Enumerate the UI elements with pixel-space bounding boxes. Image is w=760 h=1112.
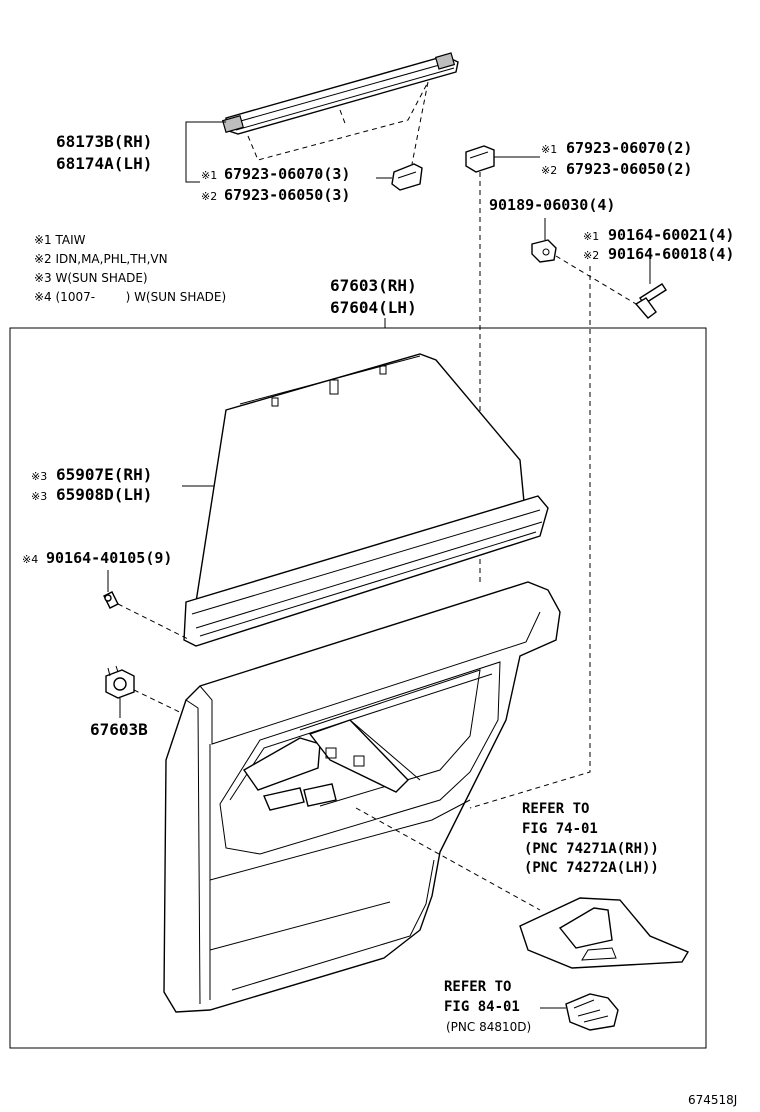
sun-shade-roller <box>221 52 459 135</box>
clip-right-label-2: 67923-06050(2) <box>566 160 692 178</box>
screw-label-2: 90164-60018(4) <box>608 245 734 263</box>
clip-part-right <box>465 145 495 173</box>
shade-mark-rh: ※3 <box>31 470 47 483</box>
clip-label-1: 67923-06070(3) <box>224 165 350 183</box>
shade-label-lh: 65908D(LH) <box>56 485 152 504</box>
clip-label-2: 67923-06050(3) <box>224 186 350 204</box>
screw-part <box>634 283 667 319</box>
screw-mark-1: ※1 <box>583 230 599 243</box>
clip-mark-1: ※1 <box>201 169 217 182</box>
panel-clip-part <box>105 665 135 699</box>
refer1-line4: (PNC 74272A(LH)) <box>524 860 659 876</box>
part-label-68173b: 68173B(RH) <box>56 132 152 151</box>
clip-right-mark-2: ※2 <box>541 164 557 177</box>
part-label-68174a: 68174A(LH) <box>56 154 152 173</box>
refer2-line1: REFER TO <box>444 979 511 995</box>
note-2: ※2 IDN,MA,PHL,TH,VN <box>34 252 168 266</box>
screw-mark-2: ※2 <box>583 249 599 262</box>
panel-clip-label: 67603B <box>90 720 148 739</box>
shade-label-rh: 65907E(RH) <box>56 465 152 484</box>
clip-right-label-1: 67923-06070(2) <box>566 139 692 157</box>
armrest-base-part <box>519 897 690 969</box>
clip-right-mark-1: ※1 <box>541 143 557 156</box>
refer2-line3: (PNC 84810D) <box>446 1020 531 1034</box>
door-trim-panel <box>163 581 561 1013</box>
refer1-line1: REFER TO <box>522 801 589 817</box>
refer2-line2: FIG 84-01 <box>444 999 520 1015</box>
shade-mark-lh: ※3 <box>31 490 47 503</box>
clip-mark-2: ※2 <box>201 190 217 203</box>
screw4-label: 90164-40105(9) <box>46 549 172 567</box>
panel-label-rh: 67603(RH) <box>330 276 417 295</box>
screw-label-1: 90164-60021(4) <box>608 226 734 244</box>
assembly-frame <box>9 327 707 1049</box>
refer1-line3: (PNC 74271A(RH)) <box>524 841 659 857</box>
refer1-line2: FIG 74-01 <box>522 821 598 837</box>
screw4-mark: ※4 <box>22 553 38 566</box>
note-4: ※4 (1007- ) W(SUN SHADE) <box>34 290 226 304</box>
shade-rail <box>183 495 549 647</box>
note-3: ※3 W(SUN SHADE) <box>34 271 148 285</box>
power-window-switch-part <box>565 993 619 1031</box>
clip-part-left <box>391 163 423 191</box>
note-1: ※1 TAIW <box>34 233 86 247</box>
figure-code: 674518J <box>688 1093 737 1107</box>
bolt-part <box>531 239 557 263</box>
panel-label-lh: 67604(LH) <box>330 298 417 317</box>
small-screw-part <box>103 591 119 609</box>
bolt-label: 90189-06030(4) <box>489 196 615 214</box>
